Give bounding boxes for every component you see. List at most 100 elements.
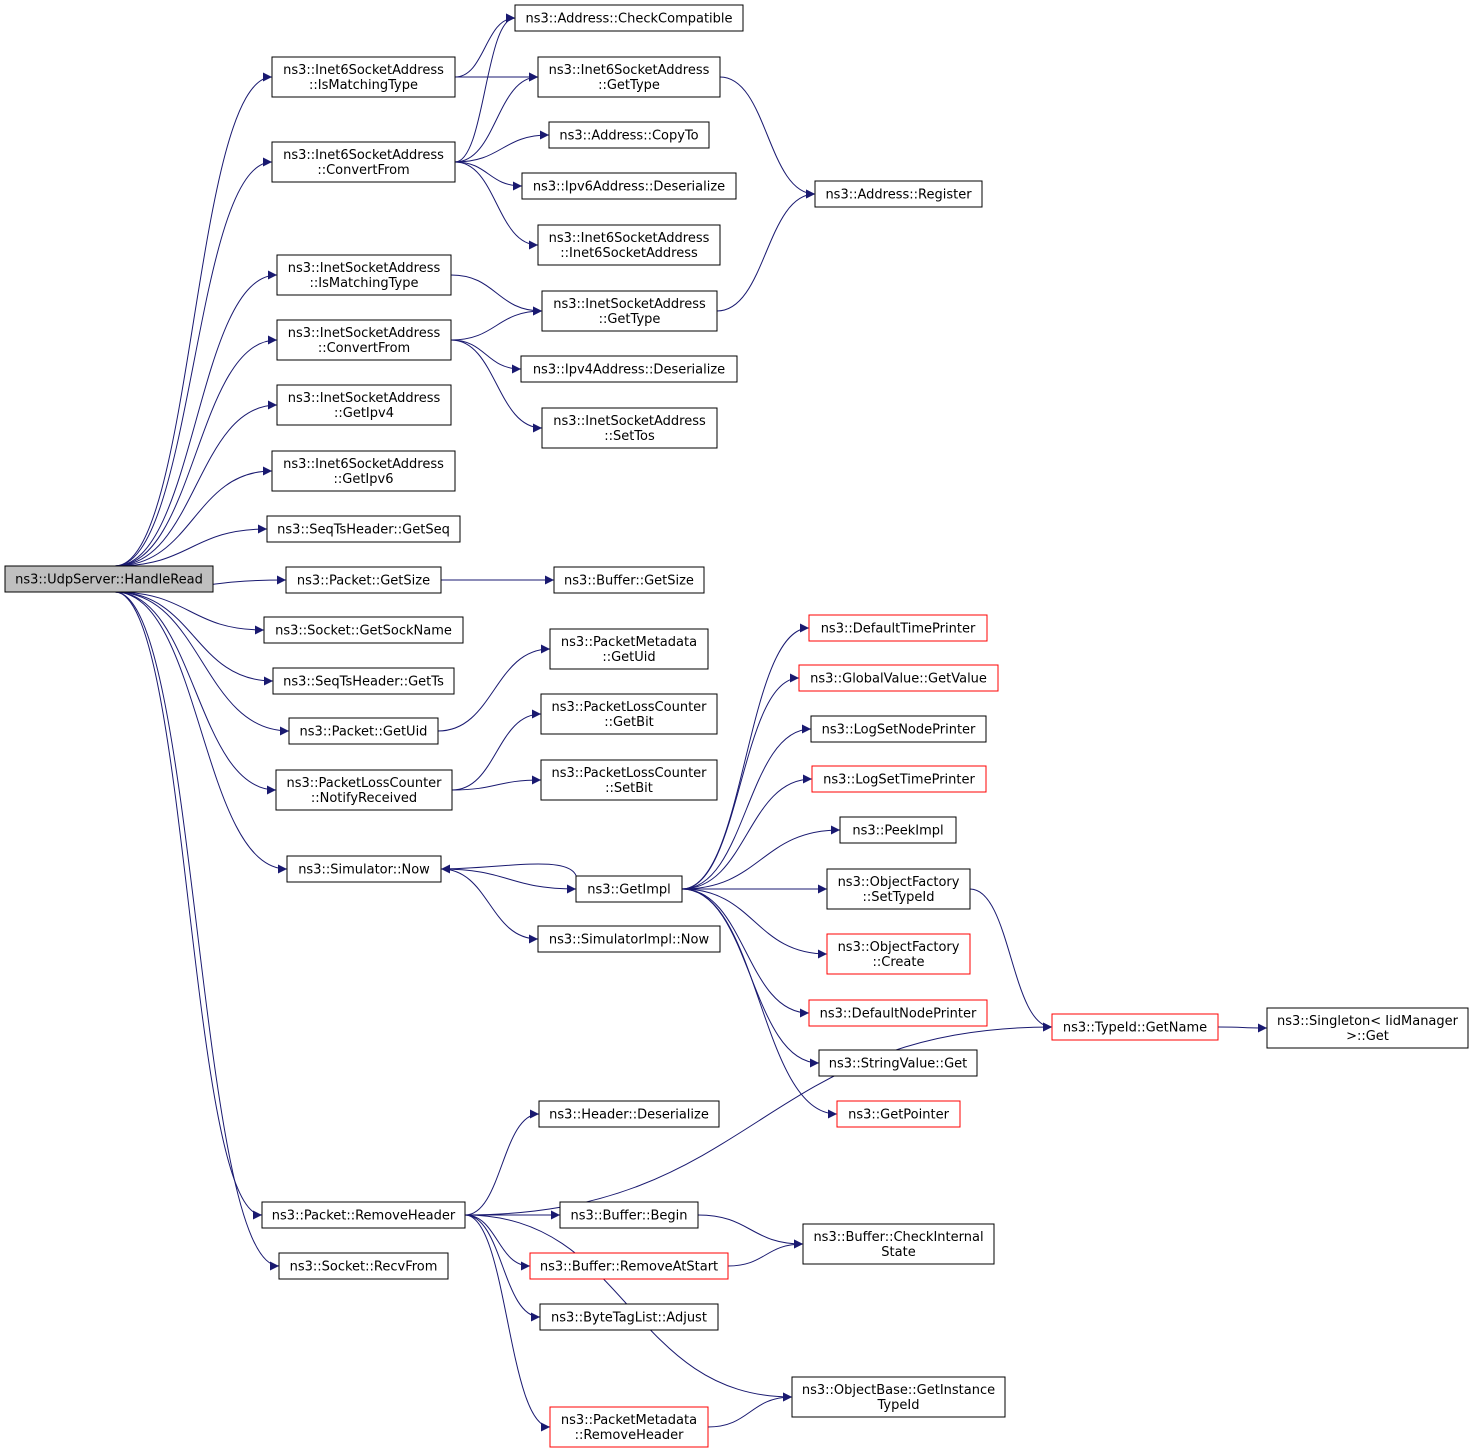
node-of_settypeid[interactable]: ns3::ObjectFactory::SetTypeId — [826, 868, 971, 910]
node-label: ::GetUid — [602, 650, 655, 665]
node-label: ::SetTypeId — [862, 890, 934, 905]
node-label: ns3::Simulator::Now — [298, 863, 430, 878]
node-label: ::SetBit — [605, 781, 653, 796]
node-label: ns3::Buffer::Begin — [570, 1209, 687, 1224]
edge-getimpl-to-peekimpl — [681, 825, 841, 890]
node-log_settime[interactable]: ns3::LogSetTimePrinter — [811, 765, 987, 793]
node-plc_notify[interactable]: ns3::PacketLossCounter::NotifyReceived — [275, 769, 453, 811]
node-hdr_deser[interactable]: ns3::Header::Deserialize — [538, 1100, 720, 1128]
node-sim_now[interactable]: ns3::Simulator::Now — [286, 855, 442, 883]
edge-sim_now-to-simimpl_now — [440, 868, 539, 944]
edge-of_settypeid-to-typeid_getname — [969, 888, 1053, 1032]
node-pkt_getuid[interactable]: ns3::Packet::GetUid — [288, 717, 439, 745]
edge-root-to-sock_getsockname — [114, 591, 265, 635]
node-of_create[interactable]: ns3::ObjectFactory::Create — [826, 933, 971, 975]
edge-i6_convert-to-addr_checkcompat — [454, 13, 516, 163]
edge-i4_convert-to-i4_settos — [450, 339, 543, 433]
node-i4_gettype[interactable]: ns3::InetSocketAddress::GetType — [541, 290, 718, 332]
node-addr_register[interactable]: ns3::Address::Register — [814, 180, 983, 208]
node-label: ns3::ObjectBase::GetInstance — [802, 1383, 995, 1398]
edge-i6_convert-to-ipv6_deser — [454, 161, 523, 191]
node-sock_recvfrom[interactable]: ns3::Socket::RecvFrom — [278, 1252, 449, 1280]
node-label: ::GetIpv6 — [334, 472, 394, 487]
edge-i6_convert-to-i6_ctor — [454, 161, 539, 250]
node-box — [808, 999, 988, 1027]
node-box — [537, 56, 721, 98]
node-label: ns3::InetSocketAddress — [553, 297, 706, 312]
node-label: ns3::TypeId::GetName — [1063, 1021, 1207, 1036]
node-buf_getsize[interactable]: ns3::Buffer::GetSize — [553, 566, 705, 594]
edge-getimpl-to-sim_now — [440, 863, 578, 890]
node-label: >::Get — [1346, 1029, 1389, 1044]
node-i6_getipv6[interactable]: ns3::Inet6SocketAddress::GetIpv6 — [271, 450, 456, 492]
edge-pkt_removeheader-to-pmd_removeheader — [464, 1214, 551, 1432]
node-buf_begin[interactable]: ns3::Buffer::Begin — [559, 1201, 699, 1229]
edge-root-to-i4_convert — [114, 335, 278, 567]
node-box — [266, 515, 461, 543]
node-pkt_removeheader[interactable]: ns3::Packet::RemoveHeader — [261, 1201, 466, 1229]
node-i4_settos[interactable]: ns3::InetSocketAddress::SetTos — [541, 407, 718, 449]
node-i4_ismatch[interactable]: ns3::InetSocketAddress::IsMatchingType — [276, 254, 452, 296]
node-buf_removeatstart[interactable]: ns3::Buffer::RemoveAtStart — [529, 1252, 729, 1280]
node-label: ns3::Buffer::GetSize — [564, 574, 694, 589]
node-getimpl[interactable]: ns3::GetImpl — [575, 875, 683, 903]
node-i4_getipv4[interactable]: ns3::InetSocketAddress::GetIpv4 — [276, 384, 452, 426]
node-label: ns3::LogSetNodePrinter — [822, 723, 976, 738]
node-btl_adjust[interactable]: ns3::ByteTagList::Adjust — [539, 1303, 719, 1331]
node-label: ::ConvertFrom — [317, 163, 409, 178]
node-plc_setbit[interactable]: ns3::PacketLossCounter::SetBit — [540, 759, 718, 801]
node-simimpl_now[interactable]: ns3::SimulatorImpl::Now — [537, 925, 721, 953]
edge-root-to-pkt_removeheader — [114, 591, 263, 1220]
node-box — [285, 566, 442, 594]
node-i4_convert[interactable]: ns3::InetSocketAddress::ConvertFrom — [276, 319, 452, 361]
node-box — [271, 56, 456, 98]
node-peekimpl[interactable]: ns3::PeekImpl — [839, 816, 957, 844]
node-plc_getbit[interactable]: ns3::PacketLossCounter::GetBit — [540, 693, 718, 735]
node-label: ns3::Packet::GetUid — [300, 725, 428, 740]
node-seq_getseq[interactable]: ns3::SeqTsHeader::GetSeq — [266, 515, 461, 543]
node-i6_gettype[interactable]: ns3::Inet6SocketAddress::GetType — [537, 56, 721, 98]
node-box — [520, 355, 738, 383]
node-pkt_getsize[interactable]: ns3::Packet::GetSize — [285, 566, 442, 594]
node-addr_checkcompat[interactable]: ns3::Address::CheckCompatible — [514, 4, 744, 32]
node-box — [826, 933, 971, 975]
node-i6_ctor[interactable]: ns3::Inet6SocketAddress::Inet6SocketAddr… — [537, 224, 721, 266]
node-typeid_getname[interactable]: ns3::TypeId::GetName — [1051, 1013, 1219, 1041]
node-getpointer[interactable]: ns3::GetPointer — [836, 1100, 961, 1128]
node-i6_convert[interactable]: ns3::Inet6SocketAddress::ConvertFrom — [271, 141, 456, 183]
node-strval_get[interactable]: ns3::StringValue::Get — [818, 1049, 978, 1077]
edge-sim_now-to-getimpl — [440, 868, 577, 894]
node-i6_ismatch[interactable]: ns3::Inet6SocketAddress::IsMatchingType — [271, 56, 456, 98]
node-root[interactable]: ns3::UdpServer::HandleRead — [4, 565, 214, 593]
node-box — [836, 1100, 961, 1128]
edge-i4_gettype-to-addr_register — [716, 189, 816, 312]
node-label: ns3::SeqTsHeader::GetSeq — [277, 523, 450, 538]
node-label: ns3::ObjectFactory — [838, 940, 960, 955]
node-label: ns3::DefaultTimePrinter — [821, 622, 976, 637]
node-singleton_get[interactable]: ns3::Singleton< IidManager >::Get — [1266, 1007, 1469, 1049]
node-log_setnode[interactable]: ns3::LogSetNodePrinter — [810, 715, 987, 743]
node-label: ns3::InetSocketAddress — [288, 391, 441, 406]
edge-root-to-i6_getipv6 — [114, 466, 273, 567]
edge-root-to-i6_ismatch — [114, 72, 273, 567]
node-label: ::Create — [873, 955, 925, 970]
node-label: ns3::LogSetTimePrinter — [823, 773, 975, 788]
node-addr_copyto[interactable]: ns3::Address::CopyTo — [548, 121, 710, 149]
edge-pkt_getuid-to-pmd_getuid — [437, 644, 551, 732]
node-sock_getsockname[interactable]: ns3::Socket::GetSockName — [263, 616, 464, 644]
node-box — [537, 224, 721, 266]
node-gv_getvalue[interactable]: ns3::GlobalValue::GetValue — [798, 664, 999, 692]
node-ipv4_deser[interactable]: ns3::Ipv4Address::Deserialize — [520, 355, 738, 383]
node-def_nodeprinter[interactable]: ns3::DefaultNodePrinter — [808, 999, 988, 1027]
node-def_timeprinter[interactable]: ns3::DefaultTimePrinter — [808, 614, 988, 642]
node-pmd_removeheader[interactable]: ns3::PacketMetadata::RemoveHeader — [549, 1406, 709, 1448]
node-label: ns3::Inet6SocketAddress — [283, 148, 444, 163]
node-label: ns3::Inet6SocketAddress — [549, 63, 710, 78]
node-ipv6_deser[interactable]: ns3::Ipv6Address::Deserialize — [521, 172, 737, 200]
node-label: ns3::Buffer::RemoveAtStart — [540, 1260, 718, 1275]
node-box — [798, 664, 999, 692]
node-pmd_getuid[interactable]: ns3::PacketMetadata::GetUid — [549, 628, 709, 670]
node-seq_getts[interactable]: ns3::SeqTsHeader::GetTs — [272, 667, 455, 695]
